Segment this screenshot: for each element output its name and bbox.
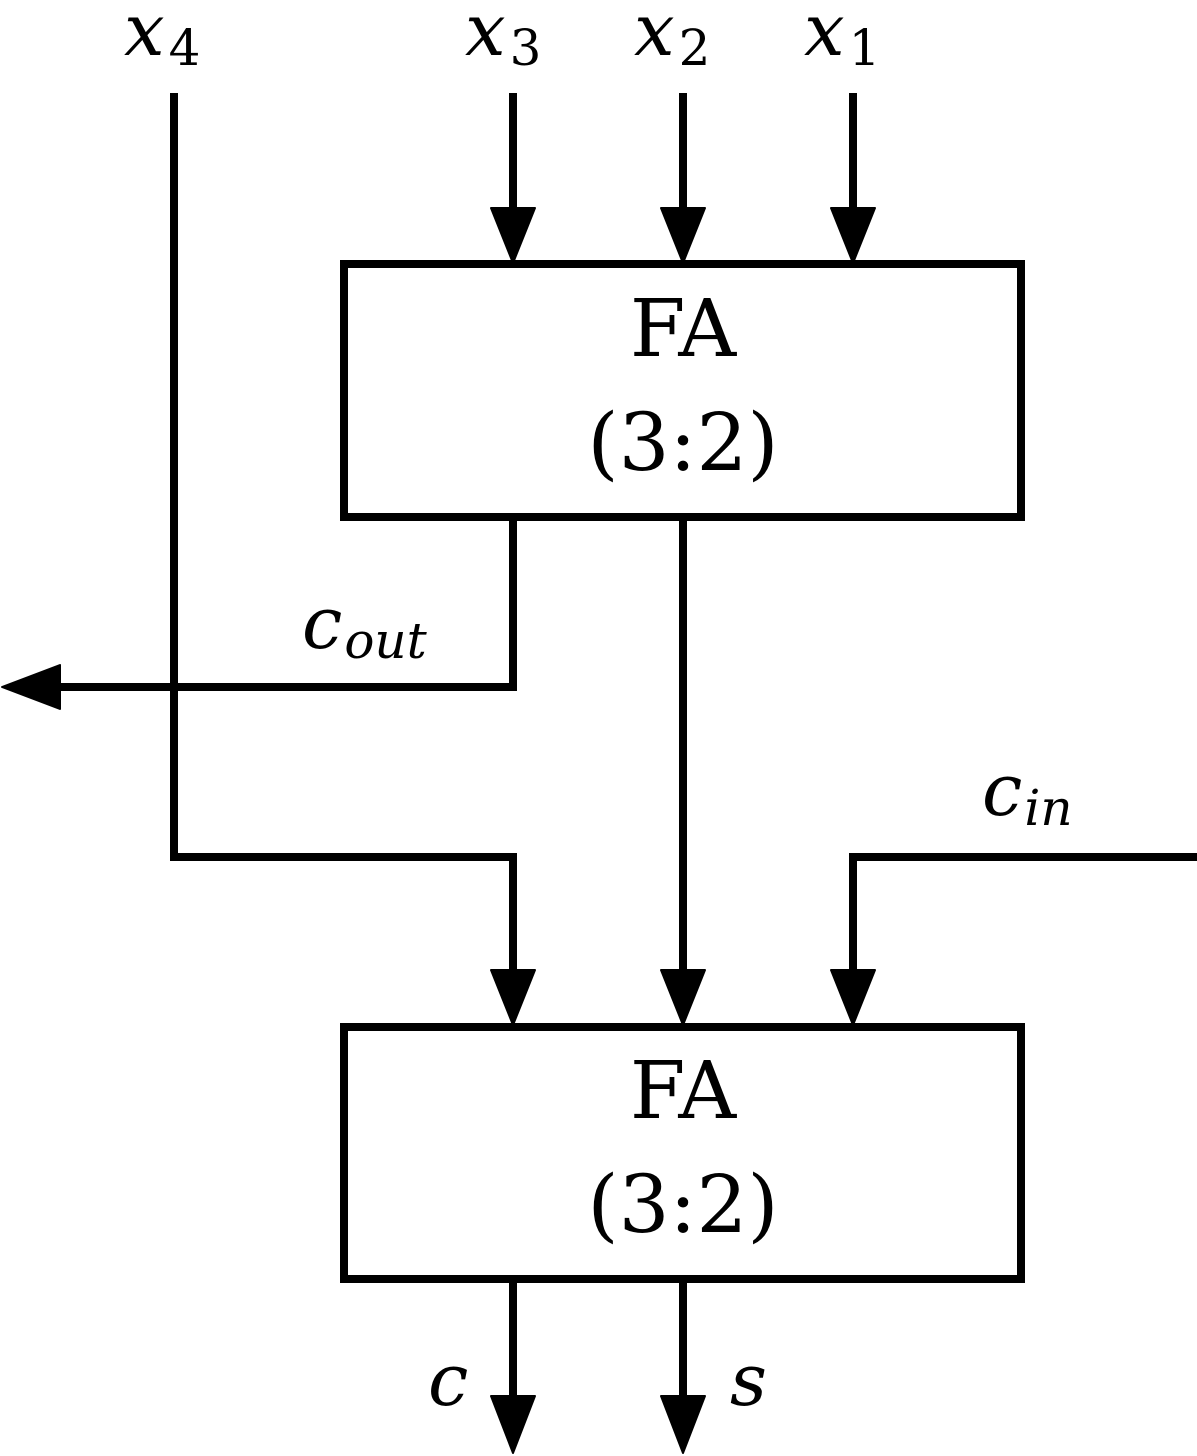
carry-out-label: cout bbox=[302, 581, 428, 670]
input-label-x2: x2 bbox=[634, 0, 710, 77]
wire-carry-out bbox=[51, 517, 517, 691]
bottom-adder-name: FA bbox=[630, 1044, 738, 1137]
top-full-adder bbox=[340, 260, 1025, 521]
arrowhead-x1 bbox=[830, 207, 876, 264]
top-adder-ratio: (3:2) bbox=[587, 396, 778, 489]
wire-carry-in bbox=[849, 853, 1197, 979]
arrowhead-carry-in bbox=[830, 969, 876, 1026]
output-sum-label: s bbox=[730, 1338, 767, 1422]
arrowhead-output-sum bbox=[660, 1395, 706, 1454]
arrowhead-x3 bbox=[490, 207, 536, 264]
input-label-x1: x1 bbox=[804, 0, 880, 77]
arrowhead-x4-bottom bbox=[490, 969, 536, 1026]
arrowhead-top-sum bbox=[660, 969, 706, 1026]
input-label-x4: x4 bbox=[124, 0, 200, 77]
arrowhead-output-carry bbox=[490, 1395, 536, 1454]
top-adder-name: FA bbox=[630, 282, 738, 375]
arrowhead-carry-out bbox=[1, 664, 61, 710]
output-carry-label: c bbox=[428, 1338, 468, 1422]
arrowhead-x2 bbox=[660, 207, 706, 264]
bottom-adder-ratio: (3:2) bbox=[587, 1158, 778, 1251]
input-label-x3: x3 bbox=[465, 0, 541, 77]
wire-x4 bbox=[170, 93, 517, 979]
carry-in-label: cin bbox=[982, 748, 1073, 837]
